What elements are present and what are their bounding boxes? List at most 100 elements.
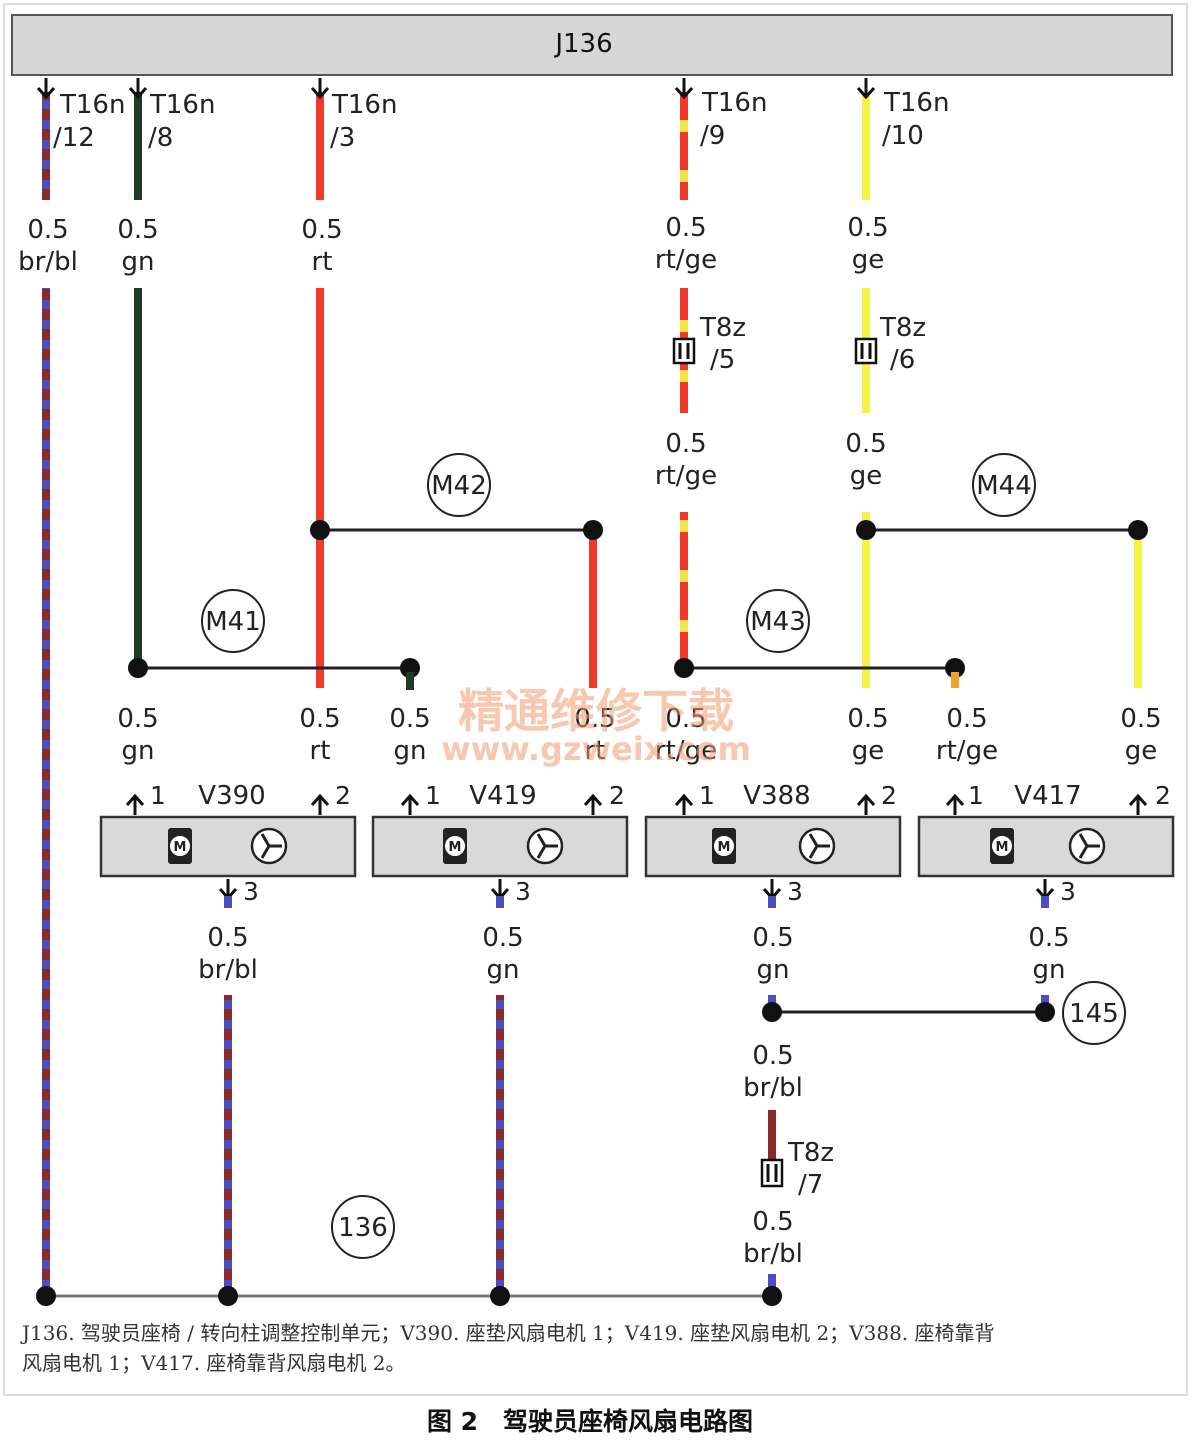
- wire-d7-size: 0.5: [946, 704, 987, 734]
- wire-w3-color: rt: [312, 247, 333, 277]
- node-m41-label: M41: [205, 607, 261, 637]
- wire-d6-color: ge: [852, 736, 885, 766]
- wire-m44-branch: [1134, 530, 1142, 688]
- node-m44-label: M44: [976, 471, 1032, 501]
- node-145-circle: [1062, 981, 1126, 1045]
- splice-dot: [490, 1286, 510, 1306]
- motor-v417-pin1: 1: [968, 781, 984, 810]
- connector-c4-pin: /9: [700, 121, 725, 151]
- motor-v419: M: [371, 815, 629, 878]
- wire-d6-size: 0.5: [847, 704, 888, 734]
- motor-v388-pin1: 1: [699, 781, 715, 810]
- connector-t8z5-pin: /5: [710, 345, 735, 375]
- motor-symbol-label: M: [174, 840, 187, 855]
- wire-b4-size: 0.5: [1028, 923, 1069, 953]
- connector-t8z6-name: T8z: [879, 313, 926, 343]
- wire-b2-color: gn: [487, 955, 520, 985]
- motor-v388-pin2: 2: [881, 781, 897, 810]
- outer-frame: [3, 3, 1188, 1396]
- wire-w4-top: [680, 92, 688, 200]
- wire-w3-main: [316, 288, 324, 688]
- motor-v390-pin2: 2: [335, 781, 351, 810]
- motor-v419-pin3: 3: [515, 877, 531, 906]
- wire-d8-size: 0.5: [1120, 704, 1161, 734]
- connector-c4-name: T16n: [701, 88, 767, 118]
- connector-t8z6-symbol: [854, 337, 878, 365]
- node-m41-circle: [201, 589, 265, 653]
- wire-d2-size: 0.5: [299, 704, 340, 734]
- wire-b5-color: br/bl: [743, 1073, 803, 1103]
- splice-dot: [583, 520, 603, 540]
- wire-w5-color: ge: [852, 245, 885, 275]
- wire-w1-color: br/bl: [18, 247, 78, 277]
- wire-d7-color: rt/ge: [936, 736, 998, 766]
- connector-t8z5-name: T8z: [699, 313, 746, 343]
- motor-icon: M: [990, 828, 1014, 864]
- splice-dot: [1128, 520, 1148, 540]
- wire-w4-size: 0.5: [665, 213, 706, 243]
- node-136-label: 136: [338, 1213, 388, 1243]
- j136-label: J136: [553, 29, 612, 59]
- node-145-label: 145: [1069, 999, 1119, 1029]
- motor-v390: M: [99, 815, 357, 878]
- motor-v390-pin1: 1: [150, 781, 166, 810]
- motor-icon: M: [168, 828, 192, 864]
- node-m43-label: M43: [750, 607, 806, 637]
- figure-title: 图 2 驾驶员座椅风扇电路图: [427, 1407, 753, 1436]
- wire-stub: [406, 672, 414, 690]
- motor-v388-pin3: 3: [787, 877, 803, 906]
- fan-icon: [1068, 827, 1106, 865]
- j136-control-unit: [11, 14, 1173, 76]
- splice-dot: [856, 520, 876, 540]
- motor-v417-pin3: 3: [1060, 877, 1076, 906]
- connector-t8z5-symbol: [672, 337, 696, 365]
- caption-line2: 风扇电机 1；V417. 座椅靠背风扇电机 2。: [22, 1351, 406, 1375]
- wire-w5-low: [862, 512, 870, 688]
- wire-d3-color: gn: [394, 736, 427, 766]
- motor-v417: M: [917, 815, 1175, 878]
- wire-d4-size: 0.5: [574, 704, 615, 734]
- splice-dot: [218, 1286, 238, 1306]
- splice-dot: [674, 658, 694, 678]
- connector-c5-name: T16n: [883, 88, 949, 118]
- connector-c2-pin: /8: [148, 123, 173, 153]
- motor-pin-arrows-bottom: [218, 879, 1055, 901]
- wire-v390-ground: [224, 995, 232, 1295]
- wire-d4-color: rt: [585, 736, 606, 766]
- wire-stub: [1041, 896, 1049, 908]
- wire-v388-ground-upper: [768, 1110, 776, 1162]
- wire-w1-size: 0.5: [27, 215, 68, 245]
- wire-d5-size: 0.5: [665, 704, 706, 734]
- wire-w2-color: gn: [122, 247, 155, 277]
- connector-t8z7-pin: /7: [798, 1170, 823, 1200]
- motor-v388-name: V388: [743, 781, 810, 811]
- header-pin-arrows: [36, 78, 876, 100]
- connector-c1-name: T16n: [59, 90, 125, 120]
- wire-w3-top: [316, 92, 324, 200]
- splice-dot: [36, 1286, 56, 1306]
- wire-stub: [768, 896, 776, 908]
- wire-stub: [496, 896, 504, 908]
- connector-c3-name: T16n: [331, 90, 397, 120]
- motor-symbol-label: M: [996, 840, 1009, 855]
- wire-v388-ground-lower: [768, 1274, 776, 1296]
- motor-icon: M: [712, 828, 736, 864]
- wire-w5b-color: ge: [850, 461, 883, 491]
- wire-b1-color: br/bl: [198, 955, 258, 985]
- motor-symbol-label: M: [718, 840, 731, 855]
- wire-w2-main: [134, 288, 142, 670]
- wire-w5-top: [862, 92, 870, 200]
- wire-w4b-color: rt/ge: [655, 461, 717, 491]
- wire-w4-color: rt/ge: [655, 245, 717, 275]
- connector-c5-pin: /10: [882, 121, 924, 151]
- wire-w4-low: [680, 512, 688, 672]
- motor-v417-name: V417: [1014, 781, 1081, 811]
- motor-v419-pin1: 1: [425, 781, 441, 810]
- node-m42-label: M42: [431, 471, 487, 501]
- wire-d8-color: ge: [1125, 736, 1158, 766]
- connector-t8z7-symbol: [760, 1158, 784, 1188]
- wire-w5-size: 0.5: [847, 213, 888, 243]
- wire-b6-color: br/bl: [743, 1239, 803, 1269]
- wire-b3-size: 0.5: [752, 923, 793, 953]
- splice-dot: [945, 658, 965, 678]
